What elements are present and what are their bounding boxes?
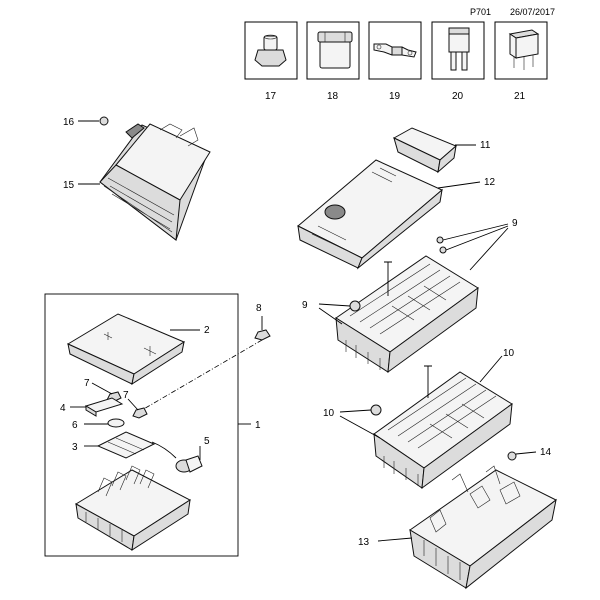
callout-2: 2: [204, 325, 210, 336]
diagram-code: P701: [470, 7, 491, 17]
callout-7-left: 7: [84, 378, 90, 389]
diagram-date: 26/07/2017: [510, 7, 555, 17]
part-8-bolt: [254, 316, 271, 341]
part-13-base-bracket: [377, 465, 557, 590]
part-7-nut-left: [91, 382, 122, 403]
kit-frame: [44, 293, 239, 557]
callout-4: 4: [60, 403, 66, 414]
legend-box-18: 18: [306, 21, 360, 102]
callout-13: 13: [358, 537, 370, 548]
callout-14: 14: [540, 447, 552, 458]
legend-box-20: 20: [431, 21, 485, 102]
legend-number-17: 17: [265, 91, 277, 102]
relay-icon: [508, 29, 540, 70]
part-9-fuse-box: [318, 223, 509, 374]
part-12-main-cover: [297, 159, 481, 270]
maxi-fuse-icon: [317, 31, 353, 69]
callout-3: 3: [72, 442, 78, 453]
part-10-fuse-box: [339, 355, 513, 490]
part-15-control-module: [78, 123, 211, 241]
callout-1: 1: [255, 420, 261, 431]
callout-6: 6: [72, 420, 78, 431]
legend-box-17: 17: [244, 21, 298, 102]
part-11-cover-cap: [392, 127, 476, 174]
part-5-cable-terminal: [151, 441, 203, 473]
nut-icon: [254, 34, 287, 67]
part-1-fuse-holder-base: [75, 465, 191, 552]
legend-box-21: 21: [494, 21, 548, 102]
part-6-washer: [84, 418, 125, 428]
legend-number-18: 18: [327, 91, 339, 102]
legend-box-19: 19: [368, 21, 422, 102]
callout-9-left: 9: [302, 300, 308, 311]
part-14-clip: [507, 451, 537, 461]
callout-8: 8: [256, 303, 262, 314]
part-16-clip: [78, 116, 109, 126]
callout-12: 12: [484, 177, 496, 188]
part-2-cover: [66, 313, 200, 386]
callout-16: 16: [63, 117, 75, 128]
legend-number-19: 19: [389, 91, 401, 102]
part-7-nut-right: [127, 398, 148, 419]
callout-9-right: 9: [512, 218, 518, 229]
legend-number-21: 21: [514, 91, 526, 102]
callout-11: 11: [480, 140, 491, 151]
callout-5: 5: [204, 436, 210, 447]
legend-number-20: 20: [452, 91, 464, 102]
part-3-busbar: [84, 431, 156, 459]
callout-10-left: 10: [323, 408, 335, 419]
mini-fuse-icon: [448, 27, 470, 71]
part-4-terminal: [70, 397, 124, 417]
callout-7-right: 7: [123, 390, 129, 401]
callout-15: 15: [63, 180, 75, 191]
strip-fuse-icon: [373, 43, 417, 58]
callout-10-right: 10: [503, 348, 515, 359]
